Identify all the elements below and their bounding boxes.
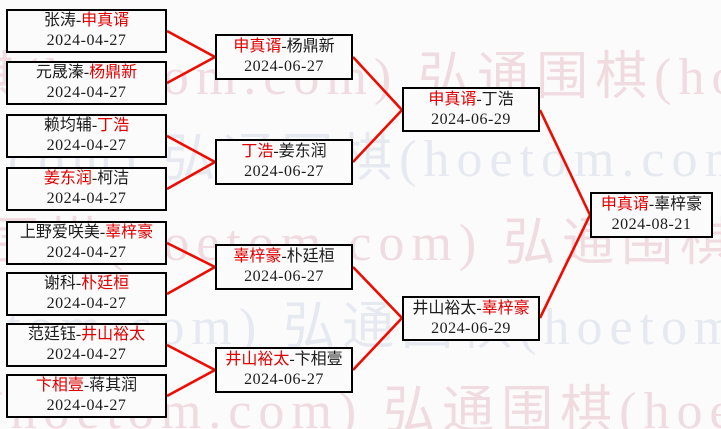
player-name-left: 丁浩 xyxy=(241,143,274,160)
match-date: 2024-06-29 xyxy=(431,319,511,337)
player-name-left: 卞相壹 xyxy=(35,377,84,394)
match-box-qf-2: 丁浩-姜东润 2024-06-27 xyxy=(215,139,353,185)
match-box-r16-3: 赖均辅-丁浩 2024-04-27 xyxy=(6,114,167,158)
match-players: 赖均辅-丁浩 xyxy=(44,116,129,136)
player-name-right: 卞相壹 xyxy=(294,351,343,368)
match-box-qf-3: 辜梓豪-朴廷桓 2024-06-27 xyxy=(215,244,353,290)
player-name-left: 张涛 xyxy=(43,12,76,29)
name-separator: - xyxy=(91,170,98,187)
name-separator: - xyxy=(476,299,482,317)
player-name-right: 辜梓豪 xyxy=(654,196,703,213)
name-separator: - xyxy=(273,143,279,160)
match-players: 卞相壹-蒋其润 xyxy=(36,376,137,396)
match-box-r16-5: 上野爱咲美-辜梓豪 2024-04-27 xyxy=(6,221,167,265)
player-name-left: 申真谞 xyxy=(428,90,477,108)
player-name-right: 杨鼎新 xyxy=(89,64,138,81)
match-players: 申真谞-辜梓豪 xyxy=(601,195,702,215)
match-box-r16-6: 谢科-朴廷桓 2024-04-27 xyxy=(6,272,167,316)
match-date: 2024-04-27 xyxy=(46,32,127,49)
name-separator: - xyxy=(75,326,82,343)
player-name-left: 辜梓豪 xyxy=(233,248,282,265)
match-players: 谢科-朴廷桓 xyxy=(44,274,129,294)
match-box-qf-1: 申真谞-杨鼎新 2024-06-27 xyxy=(215,34,353,80)
name-separator: - xyxy=(648,196,655,213)
player-name-right: 朴廷桓 xyxy=(81,275,130,292)
name-separator: - xyxy=(91,117,98,134)
name-separator: - xyxy=(83,64,90,81)
name-separator: - xyxy=(289,351,295,368)
player-name-right: 辜梓豪 xyxy=(481,299,530,317)
player-name-right: 蒋其润 xyxy=(89,377,138,394)
player-name-right: 姜东润 xyxy=(278,143,327,160)
player-name-right: 丁浩 xyxy=(481,90,514,108)
match-date: 2024-04-27 xyxy=(46,84,127,101)
player-name-left: 范廷钰 xyxy=(27,326,76,343)
match-players: 姜东润-柯洁 xyxy=(44,169,129,189)
match-players: 元晟溱-杨鼎新 xyxy=(36,63,137,83)
match-box-r16-7: 范廷钰-井山裕太 2024-04-27 xyxy=(6,323,167,367)
match-date: 2024-06-27 xyxy=(244,268,324,285)
match-date: 2024-04-27 xyxy=(46,397,127,414)
player-name-right: 申真谞 xyxy=(81,12,130,29)
player-name-left: 井山裕太 xyxy=(412,299,477,317)
match-players: 井山裕太-辜梓豪 xyxy=(412,299,529,319)
match-box-r16-8: 卞相壹-蒋其润 2024-04-27 xyxy=(6,374,167,418)
match-players: 井山裕太-卞相壹 xyxy=(225,350,342,370)
player-name-right: 朴廷桓 xyxy=(286,248,335,265)
name-separator: - xyxy=(75,12,82,29)
match-date: 2024-04-27 xyxy=(46,346,127,363)
name-separator: - xyxy=(75,275,82,292)
match-box-r16-1: 张涛-申真谞 2024-04-27 xyxy=(6,9,167,53)
match-players: 申真谞-丁浩 xyxy=(428,90,513,110)
player-name-right: 丁浩 xyxy=(97,117,130,134)
player-name-right: 柯洁 xyxy=(97,170,130,187)
name-separator: - xyxy=(476,90,482,108)
player-name-left: 申真谞 xyxy=(233,38,282,55)
player-name-left: 上野爱咲美 xyxy=(19,224,100,241)
player-name-left: 元晟溱 xyxy=(35,64,84,81)
match-players: 丁浩-姜东润 xyxy=(241,142,326,162)
player-name-right: 杨鼎新 xyxy=(286,38,335,55)
match-date: 2024-08-21 xyxy=(611,216,692,233)
match-box-final: 申真谞-辜梓豪 2024-08-21 xyxy=(590,192,713,238)
match-players: 辜梓豪-朴廷桓 xyxy=(233,247,334,267)
match-players: 范廷钰-井山裕太 xyxy=(28,325,145,345)
name-separator: - xyxy=(83,377,90,394)
player-name-left: 赖均辅 xyxy=(43,117,92,134)
match-box-r16-2: 元晟溱-杨鼎新 2024-04-27 xyxy=(6,61,167,105)
name-separator: - xyxy=(281,38,287,55)
match-box-r16-4: 姜东润-柯洁 2024-04-27 xyxy=(6,167,167,211)
match-date: 2024-06-29 xyxy=(431,110,511,128)
player-name-left: 申真谞 xyxy=(600,196,649,213)
match-date: 2024-06-27 xyxy=(244,58,324,75)
match-date: 2024-04-27 xyxy=(46,137,127,154)
match-date: 2024-04-27 xyxy=(46,190,127,207)
match-players: 张涛-申真谞 xyxy=(44,11,129,31)
match-date: 2024-04-27 xyxy=(46,295,127,312)
player-name-left: 井山裕太 xyxy=(225,351,290,368)
match-box-sf-1: 申真谞-丁浩 2024-06-29 xyxy=(402,87,540,132)
name-separator: - xyxy=(99,224,106,241)
player-name-left: 谢科 xyxy=(43,275,76,292)
match-players: 上野爱咲美-辜梓豪 xyxy=(20,223,153,243)
match-box-sf-2: 井山裕太-辜梓豪 2024-06-29 xyxy=(402,296,540,341)
player-name-left: 姜东润 xyxy=(43,170,92,187)
match-box-qf-4: 井山裕太-卞相壹 2024-06-27 xyxy=(215,347,353,393)
player-name-right: 辜梓豪 xyxy=(105,224,154,241)
name-separator: - xyxy=(281,248,287,265)
match-date: 2024-06-27 xyxy=(244,163,324,180)
player-name-right: 井山裕太 xyxy=(81,326,146,343)
match-players: 申真谞-杨鼎新 xyxy=(233,37,334,57)
match-date: 2024-04-27 xyxy=(46,244,127,261)
match-date: 2024-06-27 xyxy=(244,371,324,388)
